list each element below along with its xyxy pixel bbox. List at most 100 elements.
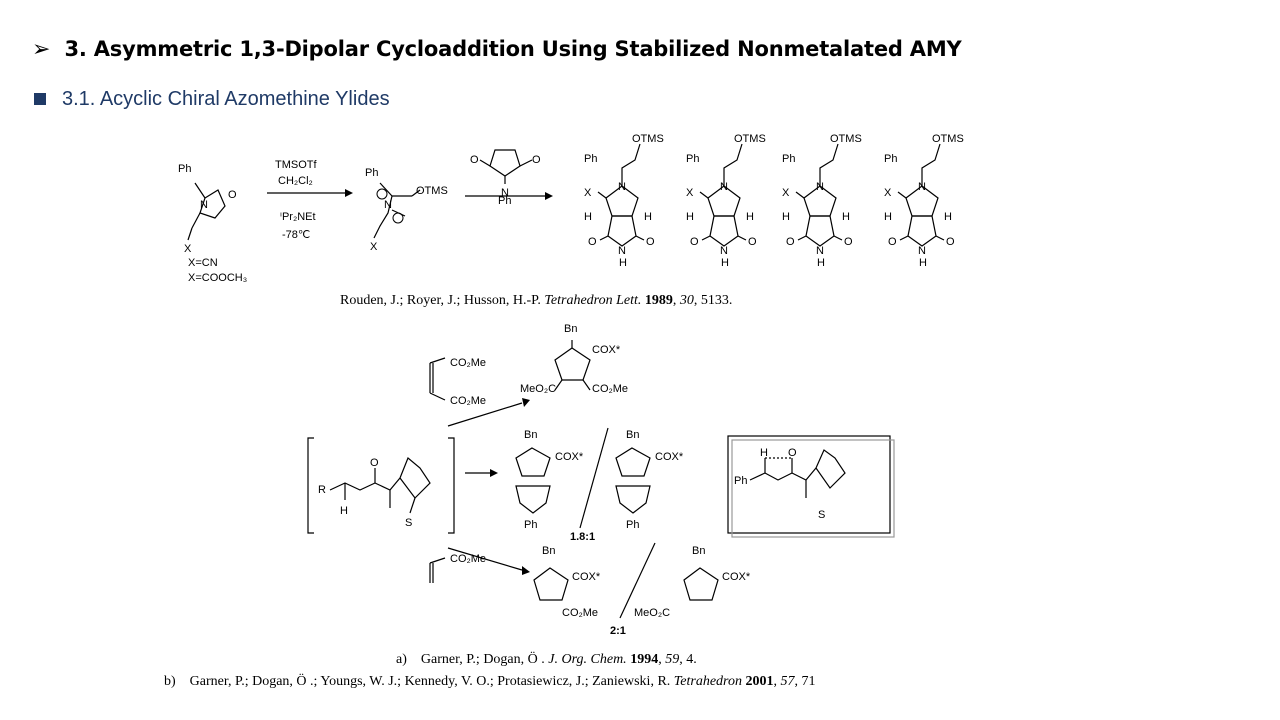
- bot1-co2me: CO₂Me: [562, 607, 598, 619]
- ratio-bottom: 2:1: [610, 625, 626, 637]
- product-3-label-4: H: [782, 211, 790, 223]
- product-1-label-0: OTMS: [632, 133, 664, 145]
- ylide-x: X: [370, 241, 378, 253]
- ylide-n: N: [384, 199, 392, 211]
- ts-h: H: [760, 447, 768, 459]
- arrow-bullet-icon: ➢: [32, 36, 51, 62]
- square-bullet-icon: [34, 93, 46, 105]
- product-2-label-2: X: [686, 187, 694, 199]
- ylide-s: S: [405, 517, 412, 529]
- bot1-bn: Bn: [542, 545, 555, 557]
- section-title: 3. Asymmetric 1,3-Dipolar Cycloaddition …: [64, 37, 962, 61]
- mid1-cox: COX*: [555, 451, 584, 463]
- reagent-base: ⁱPr₂NEt: [280, 211, 316, 223]
- product-4-label-9: H: [919, 257, 927, 269]
- product-4-label-5: H: [944, 211, 952, 223]
- reagent-solvent: CH₂Cl₂: [278, 175, 313, 187]
- label-o: O: [228, 189, 237, 201]
- product-1-label-8: N: [618, 245, 626, 257]
- mid1-bn: Bn: [524, 429, 537, 441]
- x-option-cooch3: X=COOCH₃: [188, 272, 247, 284]
- product-4-label-8: N: [918, 245, 926, 257]
- ts-s: S: [818, 509, 825, 521]
- label-x: X: [184, 243, 192, 255]
- ylide-otms: OTMS: [416, 185, 448, 197]
- scheme-2-reaction: CO₂Me CO₂Me CO₂Me Bn COX* MeO₂C CO₂Me Bn…: [307, 323, 895, 637]
- product-1-label-3: N: [618, 181, 626, 193]
- mid2-ph: Ph: [626, 519, 639, 531]
- bot2-meo2c: MeO₂C: [634, 607, 670, 619]
- product-4-label-0: OTMS: [932, 133, 964, 145]
- bot2-cox: COX*: [722, 571, 751, 583]
- ylide-r: R: [318, 484, 326, 496]
- product-3-label-8: N: [816, 245, 824, 257]
- product-3-label-0: OTMS: [830, 133, 862, 145]
- product-2-label-6: O: [690, 236, 699, 248]
- product-3-label-5: H: [842, 211, 850, 223]
- product-3-label-1: Ph: [782, 153, 795, 165]
- product-1-label-4: H: [584, 211, 592, 223]
- maleimide-n: N: [501, 187, 509, 199]
- mid2-bn: Bn: [626, 429, 639, 441]
- reference-2: a) Garner, P.; Dogan, Ö . J. Org. Chem. …: [396, 652, 697, 667]
- ts-o: O: [788, 447, 797, 459]
- ts-ph: Ph: [734, 475, 747, 487]
- product-4-label-4: H: [884, 211, 892, 223]
- bot1-cox: COX*: [572, 571, 601, 583]
- reagent-tmsotf: TMSOTf: [275, 159, 317, 171]
- ylide-o: O: [370, 457, 379, 469]
- top-cox: COX*: [592, 344, 621, 356]
- section-heading: ➢ 3. Asymmetric 1,3-Dipolar Cycloadditio…: [32, 34, 962, 64]
- product-3-label-3: N: [816, 181, 824, 193]
- mid1-ph: Ph: [524, 519, 537, 531]
- product-2-label-7: O: [748, 236, 757, 248]
- maleimide-o2: O: [532, 154, 541, 166]
- product-2-label-3: N: [720, 181, 728, 193]
- diester-co2me-2: CO₂Me: [450, 395, 486, 407]
- product-4-label-2: X: [884, 187, 892, 199]
- product-2-label-0: OTMS: [734, 133, 766, 145]
- product-4-label-7: O: [946, 236, 955, 248]
- reference-1: Rouden, J.; Royer, J.; Husson, H.-P. Tet…: [340, 293, 733, 308]
- product-3-label-2: X: [782, 187, 790, 199]
- diester-co2me-1: CO₂Me: [450, 357, 486, 369]
- product-2-label-1: Ph: [686, 153, 699, 165]
- label-n: N: [200, 199, 208, 211]
- product-1-label-7: O: [646, 236, 655, 248]
- maleimide-o1: O: [470, 154, 479, 166]
- subsection-title: 3.1. Acyclic Chiral Azomethine Ylides: [62, 87, 390, 110]
- product-4-label-1: Ph: [884, 153, 897, 165]
- product-1-label-2: X: [584, 187, 592, 199]
- x-option-cn: X=CN: [188, 257, 218, 269]
- product-1-label-9: H: [619, 257, 627, 269]
- acrylate-co2me: CO₂Me: [450, 553, 486, 565]
- product-2-label-9: H: [721, 257, 729, 269]
- reagent-temperature: -78℃: [282, 229, 310, 241]
- product-3-label-7: O: [844, 236, 853, 248]
- product-4-label-6: O: [888, 236, 897, 248]
- product-1-label-1: Ph: [584, 153, 597, 165]
- product-3-label-6: O: [786, 236, 795, 248]
- mid2-cox: COX*: [655, 451, 684, 463]
- product-2-label-8: N: [720, 245, 728, 257]
- ratio-mid: 1.8:1: [570, 531, 595, 543]
- label-ph: Ph: [178, 163, 191, 175]
- product-2-label-4: H: [686, 211, 694, 223]
- reference-3: b) Garner, P.; Dogan, Ö .; Youngs, W. J.…: [164, 674, 816, 689]
- bot2-bn: Bn: [692, 545, 705, 557]
- product-4-label-3: N: [918, 181, 926, 193]
- maleimide-ph: Ph: [498, 195, 511, 207]
- ylide-h: H: [340, 505, 348, 517]
- product-1-label-5: H: [644, 211, 652, 223]
- product-2-label-5: H: [746, 211, 754, 223]
- scheme-1-reaction: Ph O N X TMSOTf CH₂Cl₂ ⁱPr₂NEt -78℃ Ph N…: [178, 133, 964, 284]
- subsection-heading: 3.1. Acyclic Chiral Azomethine Ylides: [34, 86, 390, 112]
- top-meo2c: MeO₂C: [520, 383, 556, 395]
- top-co2me: CO₂Me: [592, 383, 628, 395]
- product-3-label-9: H: [817, 257, 825, 269]
- product-1-label-6: O: [588, 236, 597, 248]
